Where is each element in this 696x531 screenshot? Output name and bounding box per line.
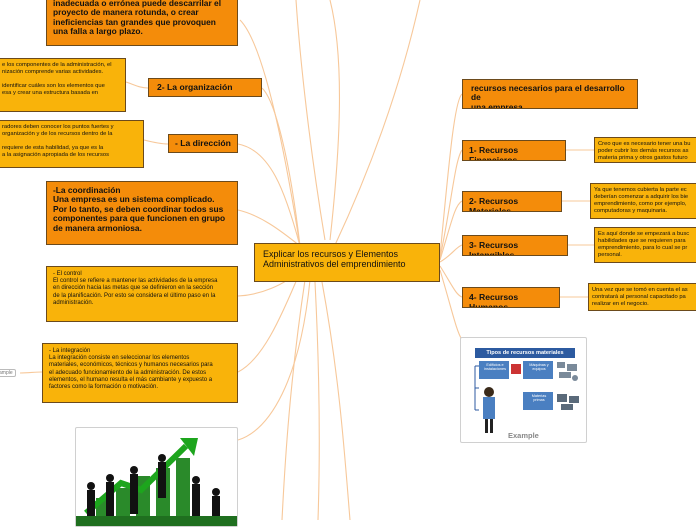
- connector-faint-1: [329, 0, 341, 241]
- node-control[interactable]: - El control El control se refiere a man…: [46, 266, 238, 322]
- connector-int-example: [19, 371, 43, 374]
- node-planificacion-text[interactable]: inadecuada o errónea puede descarrilar e…: [46, 0, 238, 46]
- image-card-caption: Example: [508, 431, 539, 440]
- connector-faint-2: [295, 0, 326, 241]
- node-integracion[interactable]: - La integración La integración consiste…: [42, 343, 238, 403]
- node-humanos-note[interactable]: Una vez que se tomó en cuenta el as cont…: [588, 283, 696, 311]
- connector-direccion: [237, 143, 301, 247]
- node-recursos-necesarios[interactable]: recursos necesarios para el desarrollo d…: [462, 79, 638, 109]
- connector-organizacion: [261, 87, 301, 247]
- node-recursos-materiales[interactable]: 2- Recursos Materiales: [462, 191, 562, 212]
- node-direccion[interactable]: - La dirección: [168, 134, 238, 153]
- example-chip[interactable]: ample: [0, 369, 16, 377]
- connector-intangibles: [439, 244, 463, 263]
- connector-faint-3: [334, 0, 421, 246]
- image-card-label-2: Máquinas y equipos: [529, 363, 549, 371]
- business-growth-illustration: [76, 438, 237, 528]
- image-card-title: Tipos de recursos materiales: [475, 348, 575, 358]
- connector-top: [239, 19, 301, 247]
- connector-recursos: [439, 93, 463, 257]
- image-card-label-1: Edificios e instalaciones: [484, 363, 506, 371]
- node-recursos-intangibles[interactable]: 3- Recursos Intangibles.: [462, 235, 568, 256]
- connector-bottom-2: [321, 281, 351, 520]
- connector-org-note: [125, 81, 149, 89]
- node-central-topic[interactable]: Explicar los recursos y Elementos Admini…: [254, 243, 440, 282]
- node-organizacion[interactable]: 2- La organización: [148, 78, 262, 97]
- image-card-business[interactable]: [75, 427, 238, 528]
- node-intangibles-note[interactable]: Es aquí donde se empezará a busc habilid…: [594, 227, 696, 263]
- image-card-label-3: Materias primas: [531, 394, 547, 402]
- connector-bottom-3: [281, 279, 306, 520]
- node-materiales-note[interactable]: Ya que tenemos cubierta la parte ec debe…: [590, 183, 696, 219]
- node-organizacion-note[interactable]: e los componentes de la administración, …: [0, 58, 126, 112]
- connector-materiales: [439, 200, 463, 261]
- recursos-materiales-illustration: [474, 361, 579, 433]
- connector-coordinacion: [237, 209, 301, 247]
- connector-bottom-1: [314, 281, 320, 520]
- connector-integracion: [237, 271, 301, 373]
- connector-lines: [19, 0, 594, 520]
- image-card-recursos-materiales[interactable]: Tipos de recursos materiales: [460, 337, 587, 443]
- node-recursos-humanos[interactable]: 4- Recursos Humanos.: [462, 287, 560, 308]
- node-coordinacion[interactable]: -La coordinación Una empresa es un siste…: [46, 181, 238, 245]
- connector-image-right: [439, 269, 463, 341]
- node-financieros-note[interactable]: Creo que es necesario tener una bu poder…: [594, 137, 696, 163]
- connector-image-left: [237, 279, 311, 441]
- node-recursos-financieros[interactable]: 1- Recursos Financieros: [462, 140, 566, 161]
- connector-humanos: [439, 265, 463, 298]
- node-direccion-note[interactable]: radores deben conocer los puntos fuertes…: [0, 120, 144, 168]
- connector-dir-note: [143, 139, 169, 145]
- connector-financieros: [439, 149, 463, 259]
